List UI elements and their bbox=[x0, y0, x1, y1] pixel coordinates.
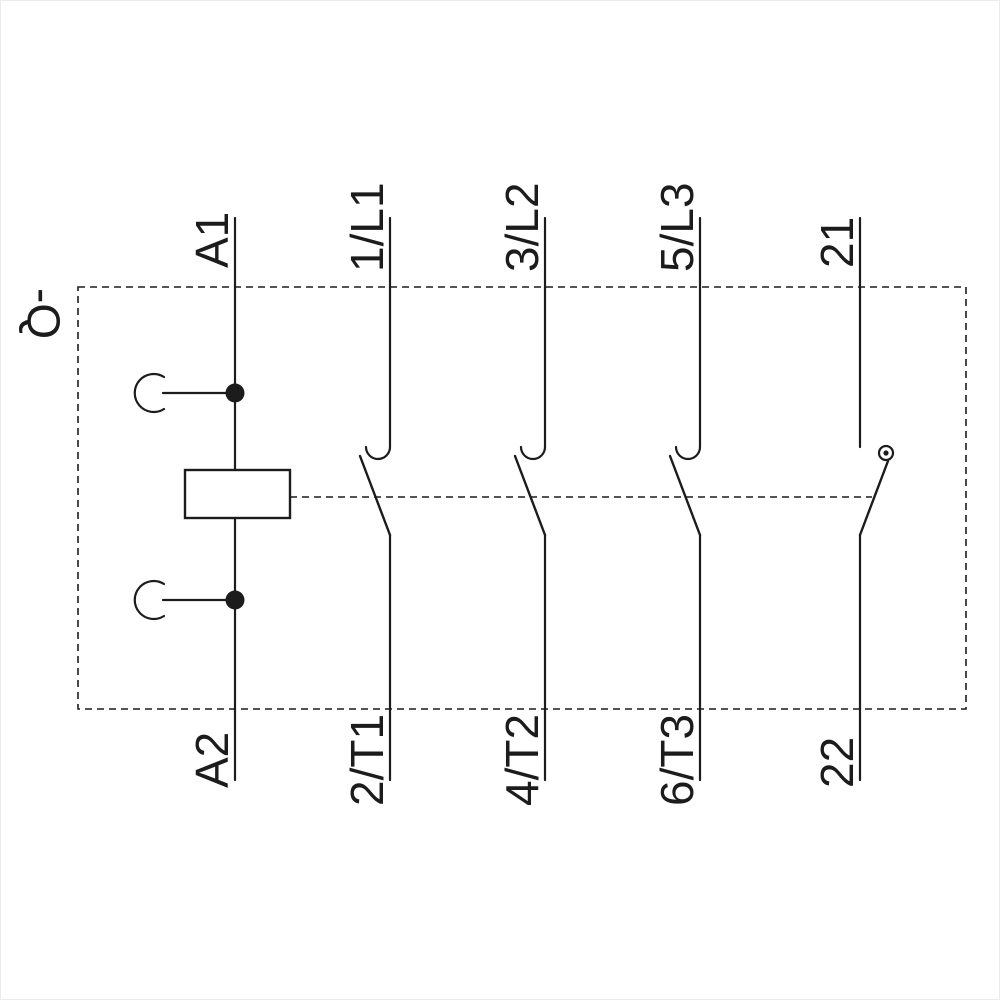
hook-connector-top-icon bbox=[133, 372, 166, 414]
coil-branch: A1 A2 bbox=[133, 212, 292, 788]
hook-connector-bottom-icon bbox=[133, 579, 166, 621]
main-pole-1: 1/L1 2/T1 bbox=[341, 182, 393, 806]
main-pole-2: 3/L2 4/T2 bbox=[496, 182, 548, 806]
terminal-label-22: 22 bbox=[811, 737, 863, 788]
terminal-label-21: 21 bbox=[811, 217, 863, 268]
terminal-label-6t3: 6/T3 bbox=[651, 714, 703, 806]
pole2-contact-blade bbox=[513, 454, 547, 537]
aux-fixed-contact-icon bbox=[877, 444, 895, 462]
terminal-label-1l1: 1/L1 bbox=[341, 182, 393, 272]
device-label: -Q bbox=[18, 288, 70, 339]
pole3-fixed-contact-icon bbox=[674, 445, 702, 461]
terminal-label-a1: A1 bbox=[186, 212, 238, 268]
terminal-label-5l3: 5/L3 bbox=[651, 182, 703, 272]
coil-symbol bbox=[183, 468, 292, 520]
pole1-contact-blade bbox=[358, 454, 392, 537]
junction-dot-bottom bbox=[225, 590, 245, 610]
junction-dot-top bbox=[225, 383, 245, 403]
pole1-fixed-contact-icon bbox=[364, 445, 392, 461]
terminal-label-4t2: 4/T2 bbox=[496, 714, 548, 806]
terminal-label-2t1: 2/T1 bbox=[341, 714, 393, 806]
aux-contact-branch: 21 22 bbox=[811, 217, 895, 788]
aux-contact-blade bbox=[858, 459, 890, 537]
aux-fixed-contact-dot bbox=[883, 450, 889, 456]
pole2-fixed-contact-icon bbox=[519, 445, 547, 461]
terminal-label-a2: A2 bbox=[186, 732, 238, 788]
device-boundary bbox=[77, 286, 967, 710]
main-pole-3: 5/L3 6/T3 bbox=[651, 182, 703, 806]
pole3-contact-blade bbox=[668, 454, 702, 537]
terminal-label-3l2: 3/L2 bbox=[496, 182, 548, 272]
